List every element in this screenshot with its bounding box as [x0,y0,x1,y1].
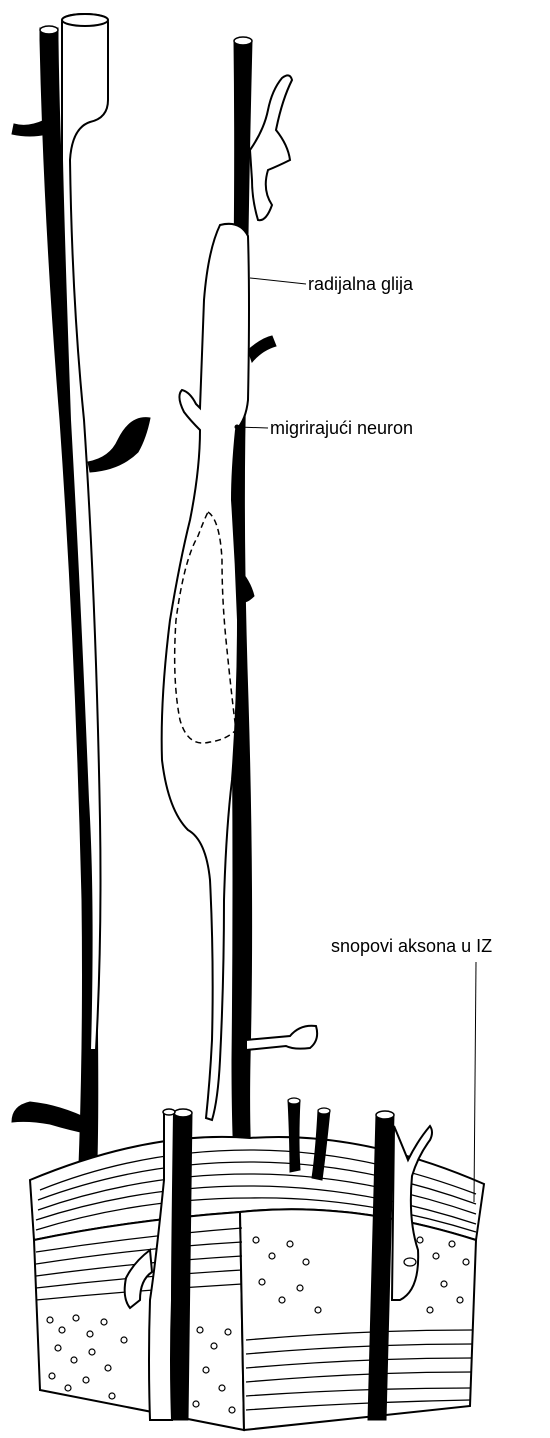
glia-endfoot-branch [250,75,292,220]
leading-process-branch [246,1026,317,1050]
migrating-neuron-label: migrirajući neuron [270,418,413,438]
intermediate-zone-block [30,1137,484,1430]
block-right-face [240,1209,476,1430]
radial-glia-leader-line [250,278,306,284]
label-migrating-neuron-group: migrirajući neuron [238,418,413,438]
radial-glia-label: radijalna glija [308,274,414,294]
block-left-face [34,1212,244,1430]
axon-bundles-label: snopovi aksona u IZ [331,936,492,956]
axon-bundles-leader-line [474,962,476,1202]
label-radial-glia-group: radijalna glija [250,274,414,294]
